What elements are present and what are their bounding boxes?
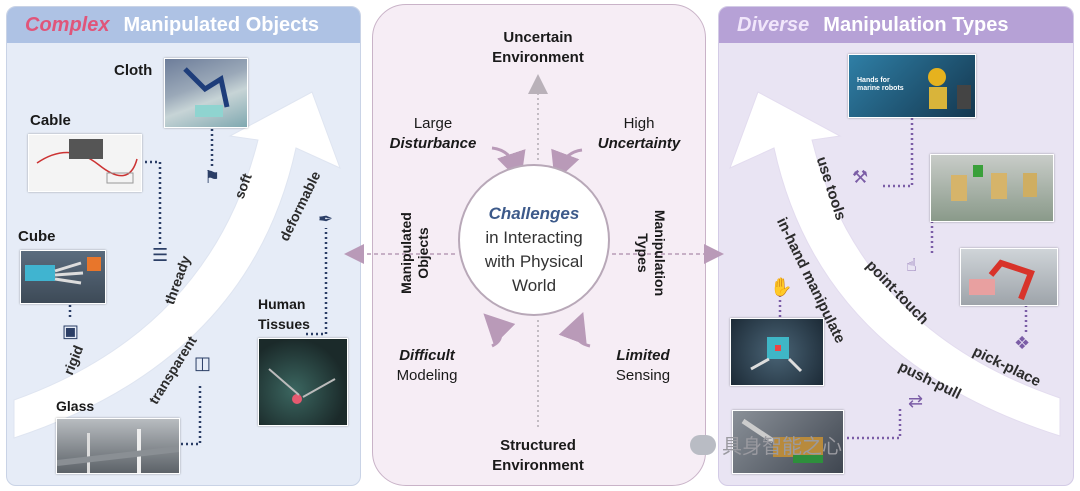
scalpel-icon: ✒ bbox=[318, 209, 334, 229]
marine-hands-photo: Hands for marine robots bbox=[848, 54, 976, 118]
br-curved-arrow bbox=[558, 311, 591, 348]
right-panel-header: Diverse Manipulation Types bbox=[719, 7, 1073, 43]
wechat-logo-icon bbox=[690, 434, 716, 455]
tissues-label: Tissues bbox=[258, 316, 310, 332]
cube-label: Cube bbox=[18, 228, 56, 245]
diverse-label: Diverse bbox=[737, 13, 810, 36]
manipulated-objects-axis: Manipulated Objects bbox=[398, 198, 432, 308]
rubik-cube-icon bbox=[750, 337, 803, 373]
in-hand-icon: ✋ bbox=[770, 277, 793, 297]
soft-cloth-icon: ⚑ bbox=[204, 167, 221, 187]
rigid-cube-icon: ▣ bbox=[62, 321, 80, 341]
in-interacting-text: in Interacting bbox=[485, 228, 583, 247]
left-curved-arrow bbox=[13, 91, 341, 439]
modeling-text: Modeling bbox=[396, 367, 458, 384]
world-text: World bbox=[511, 276, 557, 295]
manipulation-types-title: Manipulation Types bbox=[823, 13, 1009, 36]
push-pull-photo bbox=[732, 410, 844, 474]
human-tissues-photo bbox=[258, 338, 348, 426]
robot-arm-icon bbox=[183, 67, 230, 117]
environment-bottom-text: Environment bbox=[492, 457, 584, 474]
large-text: Large bbox=[413, 115, 453, 132]
tissues-connector bbox=[306, 228, 328, 336]
cube-photo bbox=[20, 250, 106, 304]
tl-curved-arrow bbox=[491, 146, 526, 183]
with-physical-text: with Physical bbox=[484, 252, 584, 271]
bl-curved-arrow bbox=[483, 313, 516, 348]
gripper-scene-icon bbox=[741, 418, 823, 463]
cloth-label: Cloth bbox=[114, 62, 153, 79]
difficult-text: Difficult bbox=[399, 347, 455, 364]
manipulation-types-axis: Manipulation Types bbox=[634, 198, 668, 308]
high-uncertainty-label: High Uncertainty bbox=[584, 114, 694, 154]
watermark: 具身智能之心 bbox=[690, 430, 842, 459]
manipulation-text: Manipulation bbox=[652, 209, 668, 297]
manipulated-objects-title: Manipulated Objects bbox=[123, 13, 320, 36]
large-disturbance-label: Large Disturbance bbox=[378, 114, 488, 154]
bottom-label: Structured Environment bbox=[480, 436, 596, 476]
environment-top-text: Environment bbox=[492, 49, 584, 66]
pointing-hand-icon: ☝ bbox=[906, 255, 917, 275]
complex-label: Complex bbox=[25, 13, 110, 36]
human-label: Human bbox=[258, 296, 306, 312]
structured-text: Structured bbox=[500, 437, 576, 454]
cable-icon bbox=[36, 139, 138, 184]
thread-spool-icon: ☰ bbox=[152, 245, 169, 265]
box-scene-icon bbox=[951, 165, 1037, 201]
robot-hand-icon bbox=[25, 257, 101, 285]
tr-curved-arrow bbox=[551, 148, 583, 183]
cable-connector bbox=[140, 160, 162, 244]
top-label: Uncertain Environment bbox=[480, 28, 596, 68]
sensing-text: Sensing bbox=[615, 367, 671, 384]
limited-sensing-label: Limited Sensing bbox=[590, 346, 696, 386]
glass-cup-icon: ◫ bbox=[194, 353, 212, 373]
manipulated-text: Manipulated bbox=[398, 212, 414, 294]
right-curved-arrow bbox=[729, 91, 1061, 437]
challenges-text: Challenges bbox=[488, 204, 580, 223]
uncertainty-text: Uncertainty bbox=[597, 135, 681, 152]
photo-caption-line2: marine robots bbox=[857, 85, 904, 92]
watermark-text: 具身智能之心 bbox=[722, 436, 842, 458]
pick-place-photo bbox=[960, 248, 1058, 306]
circle-text: Challenges in Interacting with Physical … bbox=[460, 202, 608, 298]
cable-label: Cable bbox=[30, 112, 71, 129]
marine-robot-icon bbox=[928, 68, 971, 109]
left-panel-header: Complex Manipulated Objects bbox=[7, 7, 360, 43]
cable-photo bbox=[28, 134, 142, 192]
in-hand-cube-photo bbox=[730, 318, 824, 386]
push-pull-icon: ⇄ bbox=[908, 391, 924, 411]
photo-caption-line1: Hands for bbox=[857, 77, 890, 84]
difficult-modeling-label: Difficult Modeling bbox=[374, 346, 480, 386]
pick-place-icon: ❖ bbox=[1014, 333, 1031, 353]
glass-label: Glass bbox=[56, 398, 95, 414]
glass-photo bbox=[56, 418, 180, 474]
red-robot-arm-icon bbox=[969, 259, 1035, 301]
glass-scene-icon bbox=[57, 429, 179, 473]
high-text: High bbox=[623, 115, 655, 132]
challenges-circle: Challenges in Interacting with Physical … bbox=[458, 164, 610, 316]
push-connector bbox=[842, 408, 902, 440]
surgery-icon bbox=[268, 368, 336, 404]
boxes-photo bbox=[930, 154, 1054, 222]
limited-text: Limited bbox=[616, 347, 670, 364]
cloth-photo bbox=[164, 58, 248, 128]
disturbance-text: Disturbance bbox=[389, 135, 477, 152]
objects-text: Objects bbox=[415, 227, 431, 279]
tools-connector bbox=[882, 108, 914, 188]
types-text: Types bbox=[635, 233, 651, 273]
uncertain-text: Uncertain bbox=[503, 29, 573, 46]
tools-icon: ⚒ bbox=[852, 167, 869, 187]
